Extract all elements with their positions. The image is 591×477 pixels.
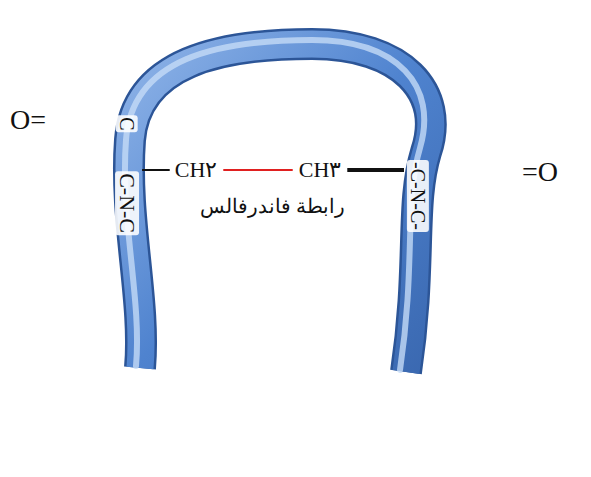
bond-label: رابطة فاندرفالس [198, 195, 347, 217]
peptide-chain [125, 40, 431, 372]
backbone-label: C-N-C [115, 171, 139, 235]
tube-body [129, 44, 431, 372]
tube-outline [129, 44, 431, 372]
bond-line [347, 168, 404, 172]
backbone-label: -C-N-C- [407, 160, 429, 232]
atom-label: C [116, 115, 138, 132]
oxygen-label: O= [8, 105, 48, 136]
tube-highlight [125, 40, 424, 370]
group-label: CH٢ [173, 158, 220, 182]
bond-line [142, 169, 170, 171]
group-label: CH٣ [297, 158, 344, 182]
van-der-waals-bond [223, 169, 292, 171]
oxygen-label: =O [520, 157, 560, 188]
